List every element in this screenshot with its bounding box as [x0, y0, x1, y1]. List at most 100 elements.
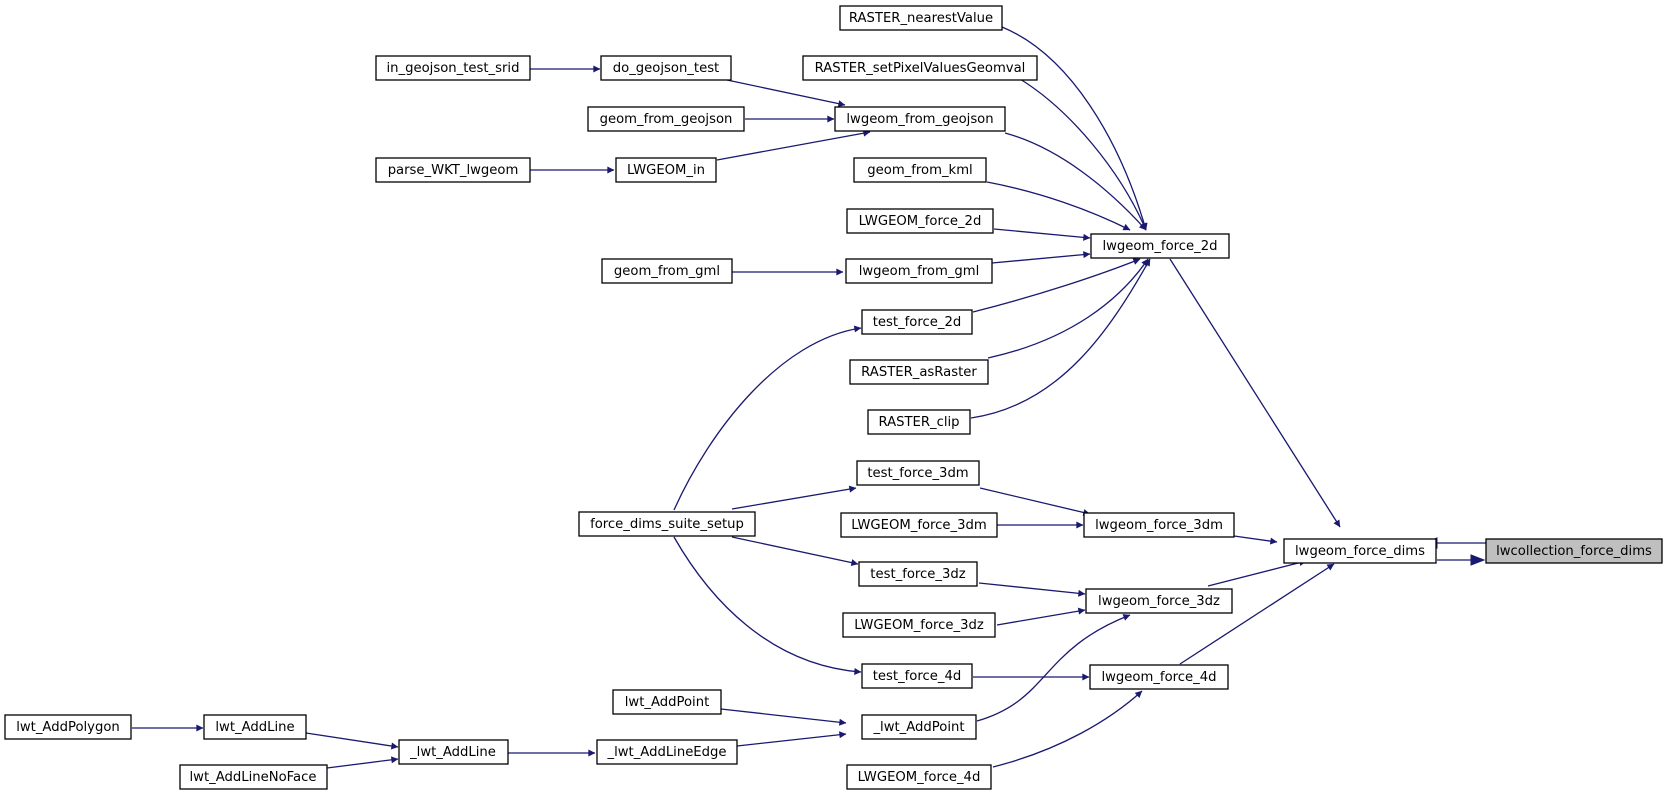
node-LWGEOM-force-3dm[interactable]: LWGEOM_force_3dm	[840, 512, 998, 538]
svg-text:lwgeom_force_3dm: lwgeom_force_3dm	[1095, 518, 1223, 533]
node-lwt-addlineedge[interactable]: _lwt_AddLineEdge	[596, 739, 738, 765]
svg-text:test_force_2d: test_force_2d	[873, 315, 961, 330]
node-do-geojson-test[interactable]: do_geojson_test	[600, 55, 732, 81]
node-LWGEOM-force-3dz[interactable]: LWGEOM_force_3dz	[842, 612, 996, 638]
edge-raster-nearestvalue-to-lwgeom-force-2d	[1001, 26, 1148, 231]
edge-raster-setpixelvaluesgeomval-to-lwgeom-force-2d	[1019, 78, 1147, 231]
edge-lwgeom-force-3dz-to-lwgeom-force-dims	[1207, 559, 1307, 587]
svg-text:RASTER_nearestValue: RASTER_nearestValue	[849, 11, 993, 26]
edge-force-dims-suite-setup-to-test-force-4d	[673, 536, 862, 675]
node-raster-nearestvalue[interactable]: RASTER_nearestValue	[839, 5, 1003, 31]
node-lwcollection-force-dims[interactable]: lwcollection_force_dims	[1485, 538, 1663, 564]
node-test-force-3dz[interactable]: test_force_3dz	[858, 561, 978, 587]
svg-text:lwgeom_from_gml: lwgeom_from_gml	[859, 264, 980, 279]
edge-lwgeom-force-3dm-to-lwgeom-force-dims	[1233, 535, 1278, 545]
node-lwgeom-force-2d[interactable]: lwgeom_force_2d	[1090, 233, 1230, 259]
edge-lwt-addpoint-internal-to-lwgeom-force-3dz	[976, 614, 1131, 722]
svg-text:lwgeom_force_3dz: lwgeom_force_3dz	[1098, 594, 1220, 609]
edge-force-dims-suite-setup-to-test-force-2d	[673, 325, 862, 511]
svg-text:_lwt_AddLine: _lwt_AddLine	[409, 745, 496, 760]
node-LWGEOM-in[interactable]: LWGEOM_in	[615, 157, 717, 183]
edge-LWGEOM-force-3dz-to-lwgeom-force-3dz	[996, 607, 1086, 626]
edge-test-force-2d-to-lwgeom-force-2d	[972, 258, 1141, 313]
edge-test-force-3dz-to-lwgeom-force-3dz	[978, 582, 1086, 597]
node-lwt-addpolygon[interactable]: lwt_AddPolygon	[4, 714, 132, 740]
node-lwgeom-force-dims[interactable]: lwgeom_force_dims	[1283, 538, 1437, 564]
svg-text:lwt_AddLine: lwt_AddLine	[215, 720, 294, 735]
node-lwt-addpoint-internal[interactable]: _lwt_AddPoint	[861, 714, 977, 740]
edge-geom-from-kml-to-lwgeom-force-2d	[986, 181, 1131, 231]
svg-text:lwt_AddPolygon: lwt_AddPolygon	[16, 720, 120, 735]
node-parse-wkt-lwgeom[interactable]: parse_WKT_lwgeom	[375, 157, 531, 183]
svg-text:LWGEOM_force_2d: LWGEOM_force_2d	[859, 214, 982, 229]
svg-text:RASTER_setPixelValuesGeomval: RASTER_setPixelValuesGeomval	[815, 61, 1026, 76]
svg-text:LWGEOM_force_3dz: LWGEOM_force_3dz	[854, 618, 984, 633]
node-raster-asraster[interactable]: RASTER_asRaster	[849, 359, 989, 385]
node-lwt-addline[interactable]: lwt_AddLine	[203, 714, 307, 740]
edge-lwgeom-force-4d-to-lwgeom-force-dims	[1179, 563, 1335, 665]
node-geom-from-geojson[interactable]: geom_from_geojson	[587, 106, 745, 132]
node-LWGEOM-force-4d[interactable]: LWGEOM_force_4d	[846, 764, 992, 790]
svg-text:RASTER_asRaster: RASTER_asRaster	[861, 365, 977, 380]
edge-lwt-addlineedge-to-lwt-addpoint-internal	[736, 731, 847, 747]
svg-text:LWGEOM_force_3dm: LWGEOM_force_3dm	[851, 518, 987, 533]
svg-text:lwt_AddPoint: lwt_AddPoint	[625, 695, 710, 710]
node-raster-clip[interactable]: RASTER_clip	[867, 409, 971, 435]
svg-text:parse_WKT_lwgeom: parse_WKT_lwgeom	[388, 163, 519, 178]
node-lwgeom-force-3dm[interactable]: lwgeom_force_3dm	[1083, 512, 1235, 538]
node-lwgeom-from-geojson[interactable]: lwgeom_from_geojson	[834, 106, 1006, 132]
node-test-force-3dm[interactable]: test_force_3dm	[856, 460, 980, 486]
svg-text:lwgeom_force_4d: lwgeom_force_4d	[1101, 670, 1216, 685]
svg-text:lwgeom_force_dims: lwgeom_force_dims	[1295, 544, 1425, 559]
svg-text:force_dims_suite_setup: force_dims_suite_setup	[590, 517, 744, 532]
node-lwgeom-from-gml[interactable]: lwgeom_from_gml	[845, 258, 993, 284]
edge-lwt-addline-to-lwt-addline-internal	[305, 732, 399, 750]
svg-text:test_force_3dm: test_force_3dm	[867, 466, 968, 481]
edge-lwgeom-force-dims-to-lwcollection	[1437, 554, 1486, 566]
svg-text:lwgeom_from_geojson: lwgeom_from_geojson	[846, 112, 993, 127]
edge-do-geojson-test-to-lwgeom-from-geojson	[726, 79, 846, 108]
node-in-geojson-test-srid[interactable]: in_geojson_test_srid	[375, 55, 531, 81]
svg-text:do_geojson_test: do_geojson_test	[613, 61, 719, 76]
node-geom-from-kml[interactable]: geom_from_kml	[853, 157, 987, 183]
node-geom-from-gml[interactable]: geom_from_gml	[601, 258, 733, 284]
svg-text:_lwt_AddLineEdge: _lwt_AddLineEdge	[606, 745, 726, 760]
svg-text:LWGEOM_in: LWGEOM_in	[627, 163, 705, 178]
svg-text:test_force_4d: test_force_4d	[873, 669, 961, 684]
node-force-dims-suite-setup[interactable]: force_dims_suite_setup	[578, 511, 756, 537]
svg-text:lwgeom_force_2d: lwgeom_force_2d	[1102, 239, 1217, 254]
edge-lwt-addpoint-to-lwt-addpoint-internal	[720, 708, 847, 726]
node-raster-setpixelvaluesgeomval[interactable]: RASTER_setPixelValuesGeomval	[802, 55, 1038, 81]
edge-LWGEOM-force-2d-to-lwgeom-force-2d	[993, 228, 1091, 241]
svg-text:_lwt_AddPoint: _lwt_AddPoint	[872, 720, 964, 735]
svg-text:lwcollection_force_dims: lwcollection_force_dims	[1496, 544, 1652, 559]
svg-text:lwt_AddLineNoFace: lwt_AddLineNoFace	[190, 770, 317, 785]
node-lwt-addlinenoface[interactable]: lwt_AddLineNoFace	[179, 764, 328, 790]
edge-lwgeom-from-gml-to-lwgeom-force-2d	[991, 251, 1091, 264]
edge-LWGEOM-force-4d-to-lwgeom-force-4d	[992, 690, 1143, 768]
node-test-force-2d[interactable]: test_force_2d	[861, 309, 973, 335]
node-test-force-4d[interactable]: test_force_4d	[861, 663, 973, 689]
edge-test-force-3dm-to-lwgeom-force-3dm	[979, 487, 1091, 516]
edge-raster-asraster-to-lwgeom-force-2d	[987, 258, 1149, 359]
svg-text:LWGEOM_force_4d: LWGEOM_force_4d	[858, 770, 981, 785]
edge-lwgeom-force-2d-to-lwgeom-force-dims	[1169, 258, 1341, 528]
edge-lwgeom-from-geojson-to-lwgeom-force-2d	[1004, 132, 1147, 231]
svg-text:in_geojson_test_srid: in_geojson_test_srid	[387, 61, 520, 76]
svg-text:geom_from_geojson: geom_from_geojson	[600, 112, 733, 127]
node-LWGEOM-force-2d[interactable]: LWGEOM_force_2d	[846, 208, 994, 234]
node-lwgeom-force-4d[interactable]: lwgeom_force_4d	[1089, 664, 1229, 690]
edge-raster-clip-to-lwgeom-force-2d	[970, 258, 1151, 419]
svg-text:RASTER_clip: RASTER_clip	[878, 415, 959, 430]
svg-text:geom_from_gml: geom_from_gml	[614, 264, 720, 279]
edge-force-dims-suite-setup-to-test-force-3dm	[731, 485, 857, 510]
edge-LWGEOM-in-to-lwgeom-from-geojson	[716, 129, 871, 161]
node-lwt-addline-internal[interactable]: _lwt_AddLine	[398, 739, 509, 765]
edge-force-dims-suite-setup-to-test-force-3dz	[731, 536, 859, 567]
svg-text:geom_from_kml: geom_from_kml	[867, 163, 972, 178]
node-lwt-addpoint[interactable]: lwt_AddPoint	[612, 689, 722, 715]
svg-text:test_force_3dz: test_force_3dz	[870, 567, 965, 582]
node-lwgeom-force-3dz[interactable]: lwgeom_force_3dz	[1085, 588, 1233, 614]
edge-lwt-addlinenoface-to-lwt-addline-internal	[326, 756, 399, 769]
